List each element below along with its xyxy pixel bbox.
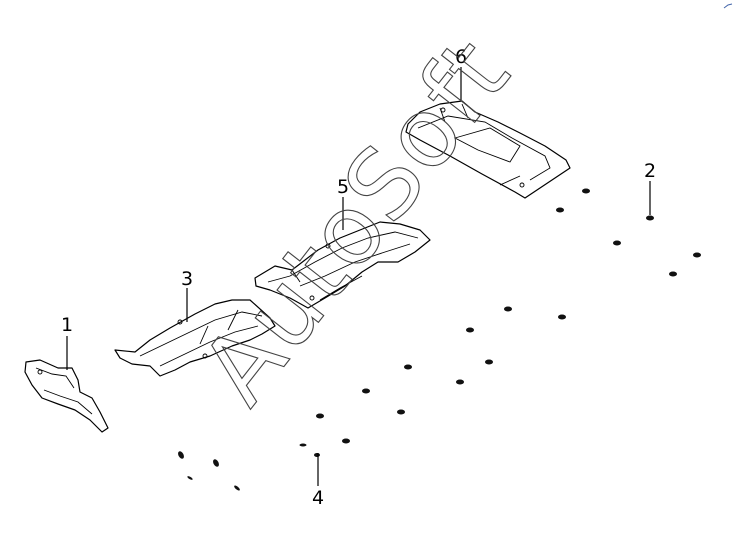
- callout-2: 2: [644, 160, 656, 182]
- fastener-nut: [397, 409, 405, 415]
- fastener-nut: [613, 240, 621, 246]
- fastener-nut: [342, 438, 350, 444]
- watermark-text: AutoSoft: [180, 18, 532, 424]
- part-5-shield[interactable]: [254, 221, 431, 309]
- fastener-nut: [299, 443, 307, 447]
- fastener-nut: [582, 188, 590, 194]
- fastener-nut: [362, 388, 370, 394]
- fastener-clip: [213, 459, 219, 467]
- fastener-nut: [646, 215, 654, 221]
- callout-5: 5: [337, 176, 349, 198]
- fastener-clip: [234, 485, 240, 491]
- fastener-nut: [456, 379, 464, 385]
- part-6-shield[interactable]: [405, 100, 571, 199]
- fastener-clip: [187, 476, 193, 480]
- callout-1: 1: [61, 314, 73, 336]
- fastener-clip: [178, 451, 184, 459]
- fastener-nut: [404, 364, 412, 370]
- callout-3: 3: [181, 268, 193, 290]
- fastener-nut: [314, 453, 320, 457]
- fastener-nut: [485, 359, 493, 365]
- part-1-shield[interactable]: [24, 359, 109, 433]
- callout-4: 4: [312, 487, 324, 509]
- leader-lines: [66, 67, 651, 486]
- fastener-nut: [504, 306, 512, 312]
- fastener-nut: [669, 271, 677, 277]
- corner-mark-icon: [723, 3, 733, 9]
- fasteners-group: [178, 188, 701, 491]
- fastener-nut: [693, 252, 701, 258]
- fastener-nut: [316, 413, 324, 419]
- fastener-nut: [558, 314, 566, 320]
- part-3-shield[interactable]: [114, 299, 276, 377]
- callouts: 6 5 3 1 2 4: [61, 46, 656, 509]
- callout-6: 6: [455, 46, 467, 68]
- fastener-nut: [466, 327, 474, 333]
- fastener-nut: [556, 207, 564, 213]
